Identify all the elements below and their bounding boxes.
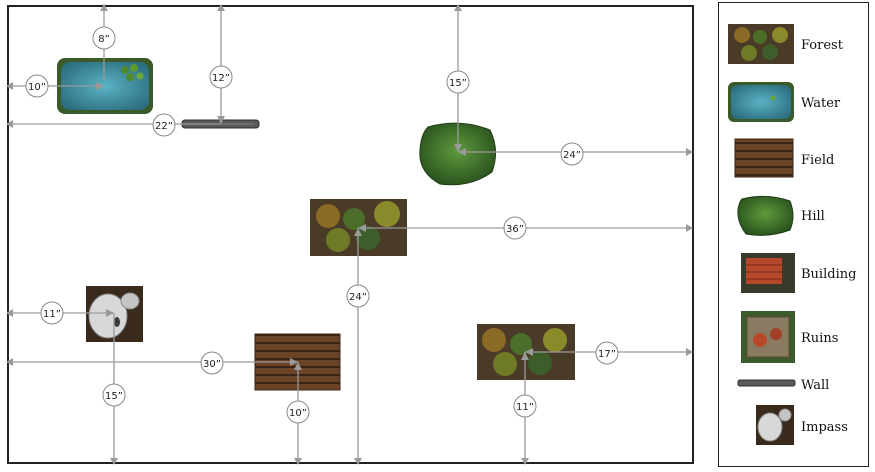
legend-hill-label: Hill [801,209,825,224]
svg-text:15”: 15” [449,78,467,89]
measure-label-field-bottom: 10” [286,400,310,424]
measure-label-forest2-right: 17” [595,341,619,365]
legend-field: Field [734,138,834,178]
svg-text:12”: 12” [212,73,230,84]
svg-text:11”: 11” [516,402,534,413]
svg-text:24”: 24” [563,150,581,161]
svg-text:36”: 36” [506,224,524,235]
legend-wall-swatch [737,379,796,387]
measure-label-forest1-right: 36” [503,216,527,240]
legend-forest: Forest [728,24,844,64]
legend-building: Building [741,253,856,293]
measure-label-water-left: 10” [25,74,49,98]
svg-text:24”: 24” [349,292,367,303]
svg-text:15”: 15” [105,391,123,402]
svg-text:10”: 10” [28,82,46,93]
legend-impass: Impass [756,405,848,445]
measurement-arrows [5,4,693,465]
center-arrowheads [96,82,533,370]
measure-label-forest2-bottom: 11” [513,394,537,418]
legend-field-swatch [734,138,794,178]
svg-text:22”: 22” [155,121,173,132]
measure-label-wall-left: 22” [152,113,176,137]
svg-text:17”: 17” [598,349,616,360]
svg-text:10”: 10” [289,408,307,419]
measure-label-forest1-bottom: 24” [346,284,370,308]
measure-label-wall-top: 12” [209,65,233,89]
legend-ruins-label: Ruins [801,331,838,346]
measure-label-impass-bottom: 15” [102,383,126,407]
legend-water-label: Water [801,96,841,111]
water-terrain [57,58,153,114]
measure-label-hill-top: 15” [446,70,470,94]
svg-text:11”: 11” [43,309,61,320]
legend-field-label: Field [801,153,834,168]
legend-building-label: Building [801,267,856,282]
legend-forest-label: Forest [801,38,844,53]
legend-wall-label: Wall [801,378,829,393]
legend-hill-swatch [737,195,794,236]
legend-ruins: Ruins [741,311,838,363]
hill-terrain [419,122,496,186]
legend-hill: Hill [737,195,825,236]
legend-water-swatch [731,85,791,119]
map-board [7,5,694,464]
legend-impass-label: Impass [801,420,848,435]
measure-label-impass-left: 11” [40,301,64,325]
measure-label-hill-right: 24” [560,142,584,166]
measure-label-field-left: 30” [200,351,224,375]
legend-panel [718,2,869,467]
legend-wall: Wall [737,378,829,393]
measure-label-water-top: 8” [92,26,116,50]
legend-water: Water [728,82,841,122]
svg-text:8”: 8” [98,34,110,45]
svg-text:30”: 30” [203,359,221,370]
